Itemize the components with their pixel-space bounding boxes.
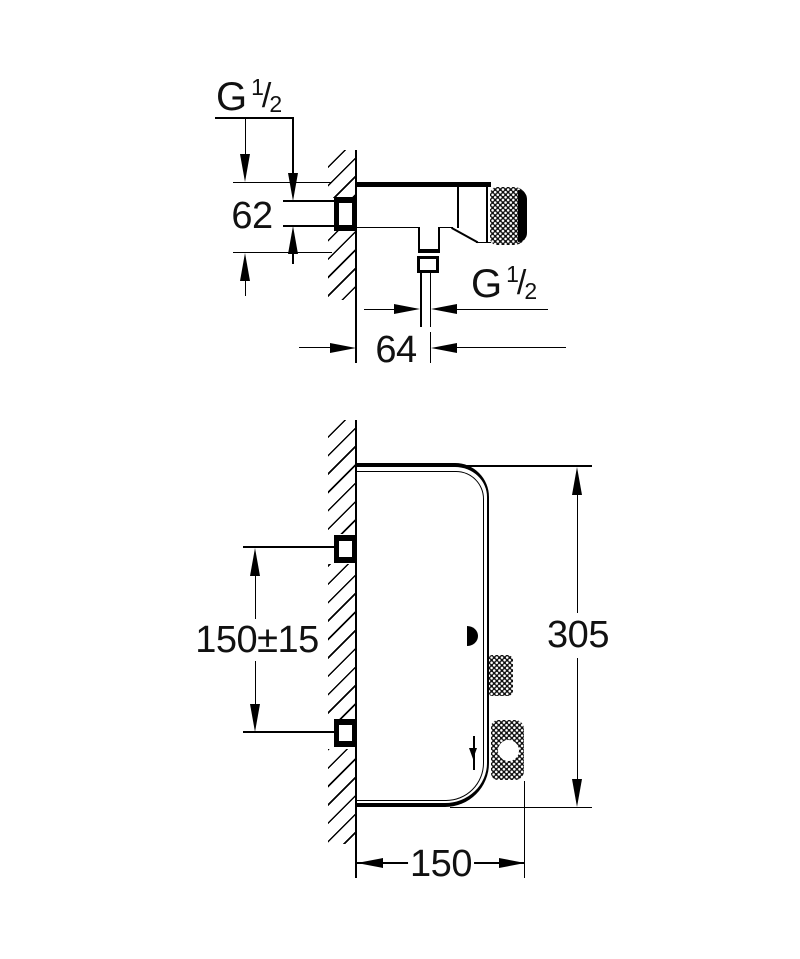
body-outline-inner	[356, 470, 484, 801]
thread-slash: /	[516, 264, 527, 302]
extension-line	[233, 181, 332, 184]
body-top-edge	[355, 182, 491, 187]
temperature-indicator-arrow	[469, 748, 478, 759]
arrowhead	[431, 304, 457, 315]
handle-face-line	[486, 187, 488, 243]
inlet-pipe-extension-top	[283, 200, 334, 202]
thread-letter: G	[471, 262, 503, 306]
arrowhead	[394, 304, 420, 315]
wall-hatching-side-view	[328, 420, 355, 844]
arrowhead	[356, 857, 383, 868]
arrowhead	[287, 225, 298, 254]
outlet-pipe-right-line	[429, 272, 432, 327]
wall-face-line	[354, 150, 358, 363]
arrowhead	[250, 547, 261, 576]
extension-line	[450, 806, 592, 809]
arrowhead	[572, 778, 583, 807]
lower-connection-fitting-inner	[339, 725, 352, 741]
arrowhead	[240, 252, 251, 281]
dimension-shaft	[244, 119, 247, 156]
dimension-line	[357, 862, 410, 864]
dimension-text-305: 305	[545, 614, 611, 656]
extension-line	[243, 546, 335, 548]
thread-slash: /	[261, 77, 272, 115]
dimension-text-64: 64	[373, 329, 419, 371]
thread-letter: G	[216, 75, 248, 119]
inlet-pipe-extension-bottom	[283, 225, 334, 227]
extension-line	[523, 781, 526, 878]
arrowhead	[431, 342, 457, 353]
arrowhead	[572, 466, 583, 495]
dimension-line	[456, 346, 566, 349]
body-divider-line	[457, 186, 459, 228]
upper-connection-fitting-inner	[339, 541, 352, 557]
extension-line	[455, 465, 592, 467]
outlet-boss	[418, 227, 440, 253]
dimension-shaft	[244, 278, 247, 296]
body-bottom-edge-b	[439, 226, 453, 229]
dimension-line	[471, 862, 524, 864]
body-outline-outer	[356, 463, 489, 807]
dimension-line	[299, 346, 331, 349]
thread-numerator: 1	[506, 261, 519, 287]
dimension-shaft	[576, 494, 579, 613]
pipe-extension-line	[429, 332, 432, 363]
inlet-fitting-inner	[339, 203, 352, 225]
thread-denominator: 2	[524, 278, 538, 304]
dimension-line	[364, 308, 395, 311]
arrowhead	[240, 154, 251, 183]
thread-numerator: 1	[251, 74, 264, 100]
dimension-shaft	[254, 661, 257, 706]
spray-button-mark	[467, 626, 478, 646]
leader-shaft	[292, 251, 294, 264]
extension-line	[233, 251, 332, 254]
arrowhead	[287, 173, 298, 201]
extension-line	[243, 731, 335, 733]
arrowhead	[330, 342, 356, 353]
outlet-pipe-left-line	[420, 272, 422, 327]
leader-shaft	[292, 119, 294, 176]
knob-end-cap	[518, 190, 527, 242]
inlet-label-shelf-line	[215, 117, 294, 120]
safestop-button	[497, 740, 519, 761]
collar-bottom-edge	[476, 241, 491, 244]
thread-denominator: 2	[269, 91, 283, 117]
body-chamfer-line	[451, 226, 478, 243]
outlet-union-nut	[417, 256, 439, 273]
wall-face-line	[354, 420, 358, 878]
dimension-text-150: 150	[408, 843, 474, 885]
upper-control-knob	[489, 655, 513, 696]
dimension-text-150-15: 150±15	[193, 619, 321, 661]
dimension-text-62: 62	[229, 195, 275, 237]
dimension-shaft	[576, 658, 579, 779]
body-bottom-edge-a	[355, 226, 419, 229]
arrowhead	[250, 704, 261, 732]
dimension-line	[457, 308, 548, 311]
dimension-shaft	[254, 574, 257, 619]
